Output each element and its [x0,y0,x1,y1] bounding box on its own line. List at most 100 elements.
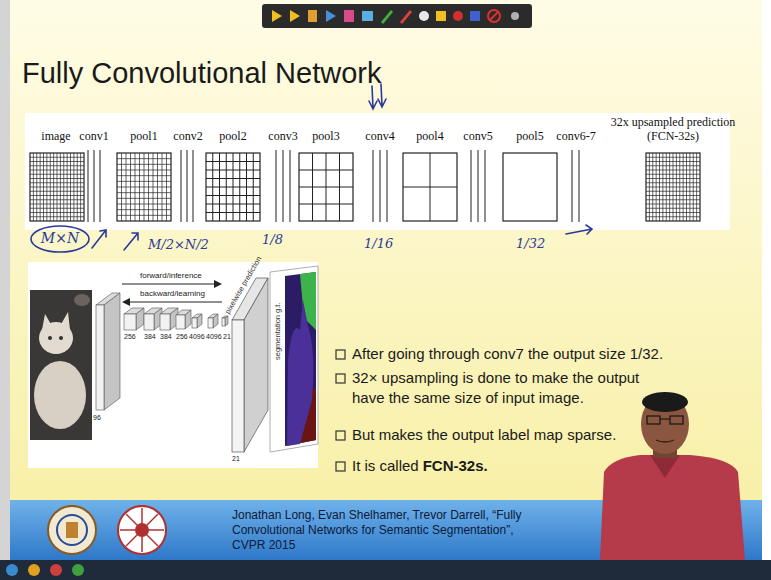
feature-map-grid [246,153,247,221]
feature-map-grid [73,153,74,221]
taskbar [0,560,771,580]
cnn-block [96,293,228,410]
bullet-marker [336,462,345,471]
toolbar [453,11,463,21]
feature-map-grid [60,153,61,221]
handwritten-mark [31,226,89,252]
feature-map-grid [30,153,84,221]
feature-map-grid [30,153,84,221]
conv-layer-line [578,150,579,222]
feature-map-grid [206,204,260,205]
cnn-block [208,314,218,328]
toolbar [436,11,446,21]
handwritten-mark [124,233,138,250]
taskbar [28,564,40,576]
channel-count: 96 [93,414,101,422]
segmentation-image [270,266,318,452]
taskbar [72,564,84,576]
toolbar [511,12,519,20]
cnn-block [176,310,191,329]
feature-map-grid [30,208,84,209]
conv-layer-line [93,150,94,222]
toolbar [470,11,480,21]
feature-map-grid [686,153,687,221]
bullet-text: But makes the output label map sparse. [352,425,732,445]
toolbar [400,10,412,24]
layer-label: pool1 [130,129,157,143]
cnn-block [192,314,202,328]
feature-map-grid [206,153,260,221]
bullet-text: 32× upsampling is done to make the outpu… [352,368,670,408]
cnn-block [124,314,136,330]
feature-map-grid [683,153,684,221]
layer-label: pool5 [516,129,543,143]
cnn-block [96,293,120,410]
feature-map-grid [403,187,457,188]
feature-map-grid [206,187,260,188]
channel-count: 384 [160,333,172,341]
flow-arrow [122,298,130,306]
cnn-block [160,314,170,330]
feature-map-grid [646,212,700,213]
slide-title: Fully Convolutional Network [22,56,381,91]
feature-map-grid [30,216,84,217]
layer-label: conv5 [463,129,492,143]
feature-map-grid [206,195,260,196]
bullet-text: It is called [352,456,419,476]
feature-map-grid [646,153,700,221]
channel-count: 256 [124,333,136,341]
bullet-marker [336,350,345,359]
channel-count: 21 [223,333,231,341]
output-label: 32x upsampled prediction (FCN-32s) [611,115,736,143]
feature-map-grid [206,153,260,221]
prediction-slab [232,320,244,452]
cat-photo [42,314,52,330]
segmentation-image [287,300,313,446]
bullet-text: After going through conv7 the output siz… [352,344,732,364]
institute-logo [48,506,96,554]
flow-arrow [122,280,222,306]
feature-map-grid [239,153,240,221]
conv-layer-line [87,150,88,222]
handwritten-note: 1/32 [516,236,545,252]
layer-label: conv2 [173,129,202,143]
channel-count: 384 [144,333,156,341]
cnn-block [124,308,144,330]
cat-photo [34,361,86,429]
feature-map-grid [646,204,700,205]
conv-layer-line [180,150,181,222]
nptel-logo [126,514,158,546]
feature-map-grid [148,153,149,221]
segmentation-image [285,272,316,446]
cnn-block [192,318,197,328]
cat-photo [30,290,92,440]
presenter [660,418,670,419]
feature-map-grid [646,187,700,188]
nptel-logo [118,506,166,554]
feature-map-grid [162,153,163,221]
channel-count: 256 [176,333,188,341]
toolbar [262,4,532,28]
feature-map-grid [153,153,154,221]
toolbar [308,10,317,22]
flow-arrow [128,301,222,302]
feature-map-grid [30,187,84,188]
feature-map-grid [646,191,700,192]
channel-count: 4096 [189,333,205,341]
toolbar [262,4,532,28]
bullet-marker [336,374,345,383]
architecture-band [25,113,730,230]
feature-map-grid [676,153,677,221]
cnn-block [222,316,228,326]
feature-map-grid [30,195,84,196]
feature-map-grid [117,215,171,216]
feature-map-grid [166,153,167,221]
feature-map-grid [63,153,64,221]
cnn-block [144,314,154,330]
feature-map-grid [646,199,700,200]
citation: Jonathan Long, Evan Shelhamer, Trevor Da… [232,508,522,553]
presenter [647,416,660,424]
institute-logo [48,506,96,554]
taskbar [6,564,18,576]
